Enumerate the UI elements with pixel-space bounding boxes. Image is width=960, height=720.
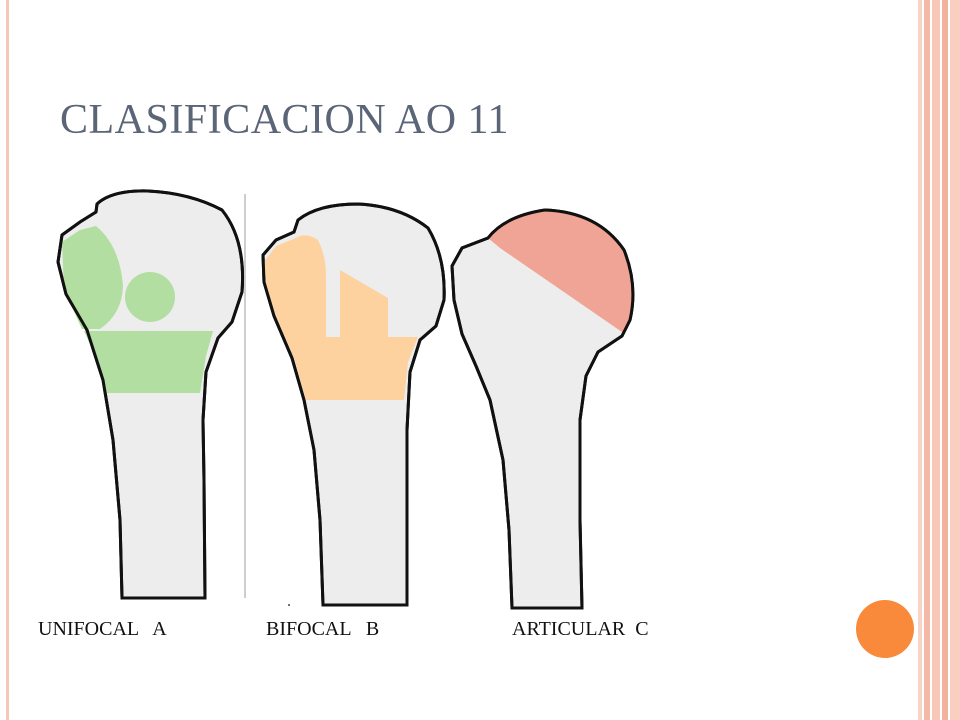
bone-a-outline [56, 189, 245, 599]
panel-dot [288, 604, 290, 606]
humerus-c [450, 208, 635, 610]
right-border-stripe [942, 0, 948, 720]
zone-c-articular-salmon [488, 210, 633, 332]
humerus-a [56, 189, 245, 600]
zone-a-articular-green [62, 226, 123, 329]
bone-b-outline [261, 202, 446, 606]
bone-c-outline [450, 208, 635, 609]
zone-b-fracture-orange [264, 235, 418, 400]
label-articular-c: ARTICULAR C [512, 618, 649, 640]
label-bifocal-b: BIFOCAL B [266, 618, 380, 640]
zone-a-tuberosity-green [125, 272, 175, 322]
humerus-b [261, 202, 446, 607]
orange-circle-icon [856, 600, 914, 658]
right-border-stripe [924, 0, 930, 720]
slide-left-border [6, 0, 9, 720]
right-border-stripe [950, 0, 960, 720]
slide-title: CLASIFICACION AO 11 [60, 97, 509, 143]
zone-a-metaphysis-green [84, 331, 213, 393]
right-border-stripe [918, 0, 922, 720]
label-unifocal-a: UNIFOCAL A [38, 618, 167, 640]
right-border-stripe [932, 0, 940, 720]
